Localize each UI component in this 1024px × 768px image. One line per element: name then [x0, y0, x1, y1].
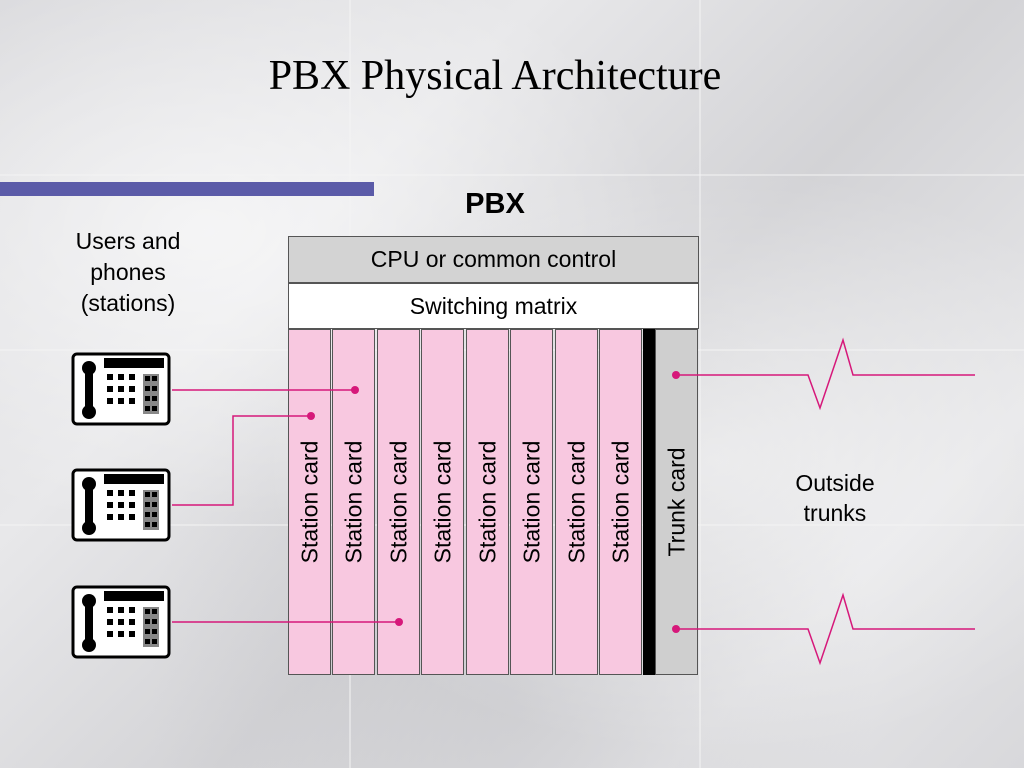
title-accent-bar [0, 182, 374, 196]
station-card-label: Station card [607, 440, 633, 564]
users-label: Users and phones (stations) [58, 226, 198, 319]
station-card: Station card [555, 329, 598, 675]
station-card: Station card [466, 329, 509, 675]
trunk-line-2 [676, 592, 975, 666]
outside-trunks-label-line: trunks [803, 500, 867, 526]
switching-matrix-label: Switching matrix [409, 292, 578, 319]
users-label-line: Users and [75, 228, 181, 254]
outside-trunks-label-line: Outside [795, 470, 875, 496]
users-label-line: phones [90, 259, 166, 285]
backplane-bar [643, 329, 655, 675]
switching-matrix-block: Switching matrix [288, 283, 699, 329]
outside-trunks-label: Outside trunks [775, 468, 895, 528]
trunk-card-label: Trunk card [663, 447, 689, 557]
station-card: Station card [288, 329, 331, 675]
users-label-line: (stations) [80, 290, 176, 316]
station-card: Station card [421, 329, 464, 675]
cpu-label: CPU or common control [370, 246, 617, 272]
pbx-label: PBX [465, 188, 525, 220]
station-card-label: Station card [563, 440, 589, 564]
page-title: PBX Physical Architecture [268, 53, 722, 99]
telephone-icon [71, 352, 171, 426]
telephone-icon [71, 468, 171, 542]
telephone-icon [71, 585, 171, 659]
station-card-label: Station card [474, 440, 500, 564]
station-card-label: Station card [385, 440, 411, 564]
station-card-label: Station card [429, 440, 455, 564]
station-card: Station card [332, 329, 375, 675]
trunk-card: Trunk card [655, 329, 698, 675]
station-card: Station card [510, 329, 553, 675]
cpu-block: CPU or common control [288, 236, 699, 283]
station-card-label: Station card [340, 440, 366, 564]
station-card: Station card [377, 329, 420, 675]
station-card-label: Station card [518, 440, 544, 564]
station-card-label: Station card [296, 440, 322, 564]
station-card: Station card [599, 329, 642, 675]
trunk-line-1 [676, 337, 975, 411]
